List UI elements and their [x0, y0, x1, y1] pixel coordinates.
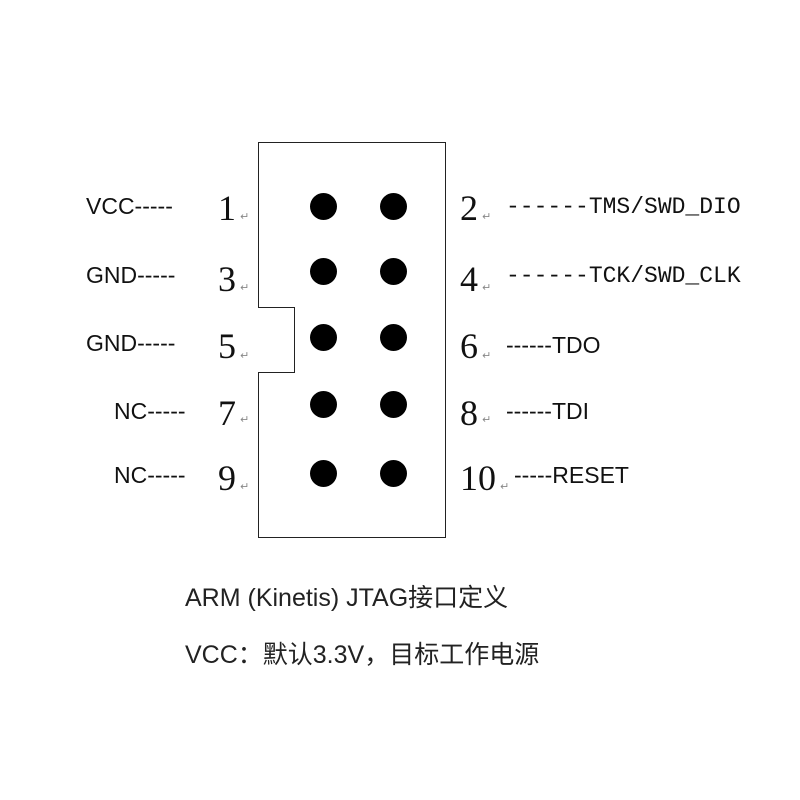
pin-2-number: 2 — [460, 188, 478, 228]
pin-9-dot — [310, 460, 337, 487]
pin-10-arrow-icon: ↵ — [500, 480, 510, 493]
pin-1-arrow-icon: ↵ — [240, 210, 250, 223]
pin-6-dot — [380, 324, 407, 351]
pin-6-number: 6 — [460, 326, 478, 366]
pin-8-signal-label: ------TDI — [506, 398, 590, 424]
pin-7-number: 7 — [218, 393, 236, 433]
pin-4-dot — [380, 258, 407, 285]
pin-3-number: 3 — [218, 259, 236, 299]
pin-5-number: 5 — [218, 326, 236, 366]
pin-8-arrow-icon: ↵ — [482, 413, 492, 426]
pin-10-signal-label: -----RESET — [514, 462, 629, 488]
pin-9-signal-label: NC----- — [114, 462, 186, 488]
vcc-note: VCC：默认3.3V，目标工作电源 — [185, 641, 540, 669]
pin-3-dot — [310, 258, 337, 285]
pin-1-signal-label: VCC----- — [86, 193, 173, 219]
pin-9-number: 9 — [218, 458, 236, 498]
pin-6-arrow-icon: ↵ — [482, 349, 492, 362]
pin-3-arrow-icon: ↵ — [240, 281, 250, 294]
pin-1-dot — [310, 193, 337, 220]
pin-5-arrow-icon: ↵ — [240, 349, 250, 362]
diagram-title: ARM (Kinetis) JTAG接口定义 — [185, 584, 509, 612]
pin-3-signal-label: GND----- — [86, 262, 176, 288]
pin-2-dot — [380, 193, 407, 220]
pin-10-number: 10 — [460, 458, 496, 498]
pin-8-number: 8 — [460, 393, 478, 433]
pin-5-signal-label: GND----- — [86, 330, 176, 356]
pin-4-number: 4 — [460, 259, 478, 299]
connector-key-notch — [258, 307, 295, 373]
pin-7-signal-label: NC----- — [114, 398, 186, 424]
pin-10-dot — [380, 460, 407, 487]
pin-2-signal-label: ------TMS/SWD_DIO — [506, 194, 741, 220]
pin-7-dot — [310, 391, 337, 418]
pin-1-number: 1 — [218, 188, 236, 228]
pin-2-arrow-icon: ↵ — [482, 210, 492, 223]
pin-7-arrow-icon: ↵ — [240, 413, 250, 426]
pin-8-dot — [380, 391, 407, 418]
pin-4-signal-label: ------TCK/SWD_CLK — [506, 263, 741, 289]
pin-6-signal-label: ------TDO — [506, 332, 601, 358]
pin-4-arrow-icon: ↵ — [482, 281, 492, 294]
pin-9-arrow-icon: ↵ — [240, 480, 250, 493]
pin-5-dot — [310, 324, 337, 351]
